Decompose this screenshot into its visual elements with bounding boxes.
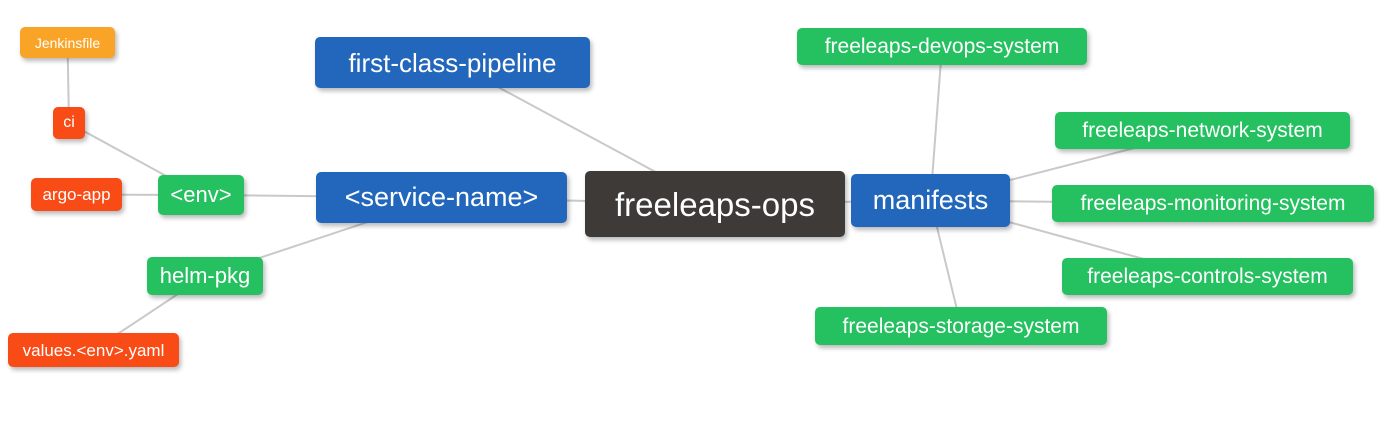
node-label: freeleaps-controls-system [1087,265,1328,288]
node-freeleaps-storage-system[interactable]: freeleaps-storage-system [815,307,1107,345]
node-service-name[interactable]: <service-name> [316,172,567,223]
node-label: ci [63,114,75,131]
node-label: freeleaps-ops [615,185,815,223]
node-argo-app[interactable]: argo-app [31,178,122,211]
node-label: freeleaps-devops-system [824,35,1060,58]
node-manifests[interactable]: manifests [851,174,1010,227]
node-freeleaps-network-system[interactable]: freeleaps-network-system [1055,112,1350,149]
node-freeleaps-monitoring-system[interactable]: freeleaps-monitoring-system [1052,185,1374,222]
node-freeleaps-ops[interactable]: freeleaps-ops [585,171,845,237]
node-helm-pkg[interactable]: helm-pkg [147,257,263,295]
node-env[interactable]: <env> [158,175,244,215]
node-label: helm-pkg [159,263,251,288]
node-values-env-yaml[interactable]: values.<env>.yaml [8,333,179,367]
node-label: argo-app [42,185,111,204]
node-label: freeleaps-storage-system [842,314,1080,338]
node-label: freeleaps-monitoring-system [1080,192,1346,215]
node-label: first-class-pipeline [348,47,557,78]
node-freeleaps-devops-system[interactable]: freeleaps-devops-system [797,28,1087,65]
node-freeleaps-controls-system[interactable]: freeleaps-controls-system [1062,258,1353,295]
node-label: manifests [872,185,989,215]
node-label: freeleaps-network-system [1082,119,1323,142]
node-ci[interactable]: ci [53,107,85,139]
node-label: Jenkinsfile [34,34,101,51]
node-jenkinsfile[interactable]: Jenkinsfile [20,27,115,58]
node-label: values.<env>.yaml [22,340,165,360]
node-first-class-pipeline[interactable]: first-class-pipeline [315,37,590,88]
node-label: <env> [170,182,232,207]
node-label: <service-name> [344,182,539,212]
